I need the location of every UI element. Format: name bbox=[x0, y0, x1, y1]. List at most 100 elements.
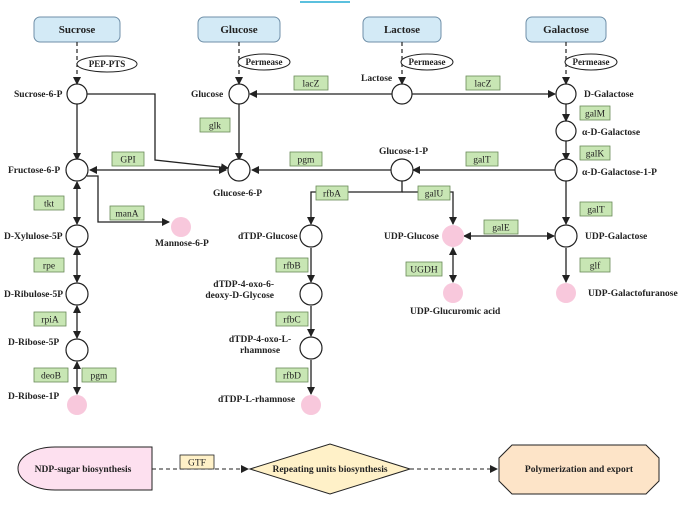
enzyme-gpi: GPI bbox=[111, 151, 145, 167]
enzyme-galk: galK bbox=[579, 145, 611, 161]
svg-text:Permease: Permease bbox=[246, 57, 283, 67]
svg-text:galE: galE bbox=[492, 224, 510, 234]
svg-text:lacZ: lacZ bbox=[475, 80, 492, 90]
repeating-units-label: Repeating units biosynthesis bbox=[272, 465, 387, 475]
svg-text:manA: manA bbox=[115, 210, 138, 220]
svg-text:tkt: tkt bbox=[44, 200, 54, 210]
label-dtdp-4-oxo-l-line2: rhamnose bbox=[240, 346, 280, 356]
node-glucose-1-p bbox=[390, 158, 414, 182]
svg-text:galT: galT bbox=[587, 206, 605, 216]
node-fructose-6-p bbox=[65, 158, 89, 182]
svg-text:GPI: GPI bbox=[120, 156, 135, 166]
svg-text:Permease: Permease bbox=[409, 57, 446, 67]
node-alpha-d-galactose-1-p bbox=[554, 158, 578, 182]
ndp-sugar-label: NDP-sugar biosynthesis bbox=[35, 465, 132, 475]
node-alpha-d-galactose bbox=[555, 120, 577, 142]
enzyme-rpia: rpiA bbox=[33, 311, 67, 327]
transporter-permease-lactose: Permease bbox=[400, 53, 454, 71]
label-udp-glucuronic-acid: UDP-Glucuromic acid bbox=[410, 307, 501, 317]
label-udp-galactose: UDP-Galactose bbox=[585, 232, 647, 242]
label-d-ribulose-5p: D-Ribulose-5P bbox=[4, 290, 63, 300]
enzyme-rpe: rpe bbox=[33, 257, 65, 273]
polymerization-octagon bbox=[498, 444, 660, 495]
transporter-permease-glucose: Permease bbox=[237, 53, 291, 71]
svg-text:PEP-PTS: PEP-PTS bbox=[89, 59, 126, 69]
transporter-permease-galactose: Permease bbox=[564, 53, 618, 71]
node-mannose-6-p bbox=[171, 217, 191, 237]
ndp-sugar-shape bbox=[17, 446, 153, 491]
node-dtdp-4-oxo-6-deoxy bbox=[299, 282, 323, 306]
label-udp-glucose: UDP-Glucose bbox=[384, 232, 439, 242]
enzyme-tkt: tkt bbox=[33, 195, 65, 211]
label-alpha-d-galactose: α-D-Galactose bbox=[582, 128, 640, 138]
label-dtdp-l-rhamnose: dTDP-L-rhamnose bbox=[218, 395, 295, 405]
node-udp-glucuronic-acid bbox=[443, 283, 463, 303]
svg-text:pgm: pgm bbox=[298, 156, 316, 166]
enzyme-rfba: rfbA bbox=[315, 185, 349, 201]
node-d-galactose bbox=[555, 83, 577, 105]
svg-text:glk: glk bbox=[209, 122, 221, 132]
label-dtdp-4-oxo-l-line1: dTDP-4-oxo-L- bbox=[229, 335, 291, 345]
node-d-ribose-1p bbox=[67, 395, 87, 415]
label-d-ribose-1p: D-Ribose-1P bbox=[8, 392, 59, 402]
sugar-box-galactose: Galactose bbox=[525, 16, 607, 43]
enzyme-glf: glf bbox=[579, 257, 611, 273]
node-d-ribulose-5p bbox=[65, 282, 89, 306]
label-dtdp-glucose: dTDP-Glucose bbox=[238, 232, 298, 242]
label-mannose-6-p: Mannose-6-P bbox=[155, 239, 209, 249]
svg-text:UGDH: UGDH bbox=[410, 266, 438, 276]
gtf-label: GTF bbox=[188, 459, 206, 469]
node-glucose bbox=[228, 83, 250, 105]
enzyme-lacz-2: lacZ bbox=[465, 75, 501, 91]
svg-text:Lactose: Lactose bbox=[384, 24, 420, 36]
enzyme-pgm-2: pgm bbox=[81, 367, 117, 383]
gtf-box bbox=[179, 454, 215, 470]
svg-text:galT: galT bbox=[473, 156, 491, 166]
svg-text:Galactose: Galactose bbox=[543, 24, 589, 36]
svg-text:rfbC: rfbC bbox=[283, 315, 300, 326]
enzyme-glk: glk bbox=[199, 117, 231, 133]
bottom-process-row: NDP-sugar biosynthesis GTF Repeating uni… bbox=[17, 443, 660, 495]
svg-text:glf: glf bbox=[590, 261, 601, 272]
label-dtdp-4-oxo-6-line1: dTDP-4-oxo-6- bbox=[213, 280, 274, 290]
label-d-ribose-5p: D-Ribose-5P bbox=[8, 338, 59, 348]
enzyme-ugdh: UGDH bbox=[405, 261, 443, 277]
sugar-box-glucose: Glucose bbox=[197, 16, 281, 43]
svg-text:rpiA: rpiA bbox=[41, 316, 59, 326]
node-lactose bbox=[391, 83, 413, 105]
enzyme-galt-2: galT bbox=[579, 201, 613, 217]
node-udp-galactose bbox=[554, 224, 578, 248]
svg-text:rfbA: rfbA bbox=[323, 189, 341, 200]
svg-text:deoB: deoB bbox=[41, 372, 61, 382]
node-d-ribose-5p bbox=[65, 338, 89, 362]
svg-text:galK: galK bbox=[586, 150, 605, 160]
svg-text:lacZ: lacZ bbox=[303, 80, 320, 90]
label-alpha-d-galactose-1-p: α-D-Galactose-1-P bbox=[582, 168, 657, 178]
label-d-xylulose-5p: D-Xylulose-5P bbox=[4, 232, 63, 242]
enzyme-lacz-1: lacZ bbox=[293, 75, 329, 91]
reaction-arrows bbox=[73, 90, 570, 395]
label-d-galactose: D-Galactose bbox=[584, 90, 634, 100]
enzyme-rfbd: rfbD bbox=[275, 367, 309, 383]
svg-text:rfbD: rfbD bbox=[283, 371, 301, 382]
label-udp-galactofuranose: UDP-Galactofuranose bbox=[588, 289, 678, 299]
svg-text:galU: galU bbox=[425, 190, 444, 200]
enzyme-rfbc: rfbC bbox=[275, 311, 309, 327]
node-dtdp-4-oxo-l-rhamnose bbox=[299, 336, 323, 360]
label-glucose-1-p: Glucose-1-P bbox=[379, 147, 428, 157]
node-dtdp-glucose bbox=[299, 224, 323, 248]
enzyme-mana: manA bbox=[109, 205, 145, 221]
node-udp-glucose bbox=[442, 225, 464, 247]
sugar-box-lactose: Lactose bbox=[362, 16, 442, 43]
polymerization-label: Polymerization and export bbox=[525, 465, 634, 475]
node-sucrose-6-p bbox=[66, 83, 88, 105]
node-d-xylulose-5p bbox=[65, 224, 89, 248]
label-fructose-6-p: Fructose-6-P bbox=[8, 166, 60, 176]
enzyme-pgm-1: pgm bbox=[289, 151, 323, 167]
label-glucose: Glucose bbox=[191, 90, 223, 100]
enzyme-galu: galU bbox=[417, 185, 451, 201]
svg-text:Glucose: Glucose bbox=[220, 24, 257, 36]
label-sucrose-6-p: Sucrose-6-P bbox=[14, 90, 63, 100]
svg-text:pgm: pgm bbox=[91, 372, 109, 382]
